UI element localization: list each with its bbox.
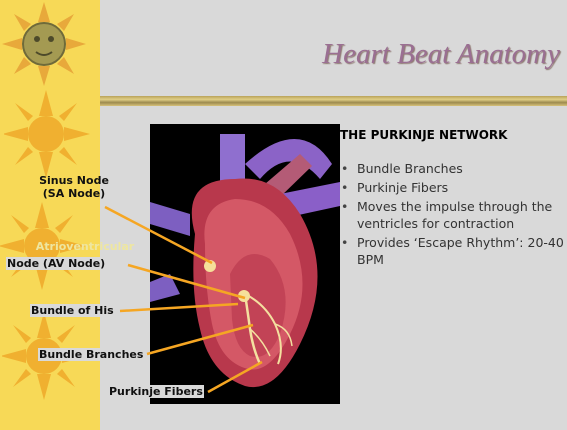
sinus-node-label-line1: Sinus Node [24, 174, 124, 187]
purkinje-fibers-label: Purkinje Fibers [108, 385, 204, 398]
bullet-text: Purkinje Fibers [357, 180, 448, 195]
bullet-text: Provides ‘Escape Rhythm’: 20-40 BPM [357, 235, 564, 267]
bullet-text: Bundle Branches [357, 161, 463, 176]
bullet-list: • Bundle Branches • Purkinje Fibers • Moves… [340, 160, 565, 270]
bundle-branches-label: Bundle Branches [38, 348, 144, 361]
list-item: • Bundle Branches [340, 160, 565, 177]
bullet-icon: • [341, 198, 348, 215]
sinus-node-label: Sinus Node (SA Node) [24, 174, 124, 200]
list-item: • Purkinje Fibers [340, 179, 565, 196]
bullet-icon: • [341, 234, 348, 251]
bullet-text: Moves the impulse through the ventricles… [357, 199, 552, 231]
list-item: • Moves the impulse through the ventricle… [340, 198, 565, 232]
bullet-icon: • [341, 160, 348, 177]
sinus-node-label-line2: (SA Node) [24, 187, 124, 200]
list-item: • Provides ‘Escape Rhythm’: 20-40 BPM [340, 234, 565, 268]
av-node-label-line1: Atrioventricular [30, 240, 140, 253]
bullet-icon: • [341, 179, 348, 196]
av-node-label-line2: Node (AV Node) [6, 257, 106, 270]
section-title: THE PURKINJE NETWORK [340, 128, 565, 142]
bundle-of-his-label: Bundle of His [30, 304, 115, 317]
